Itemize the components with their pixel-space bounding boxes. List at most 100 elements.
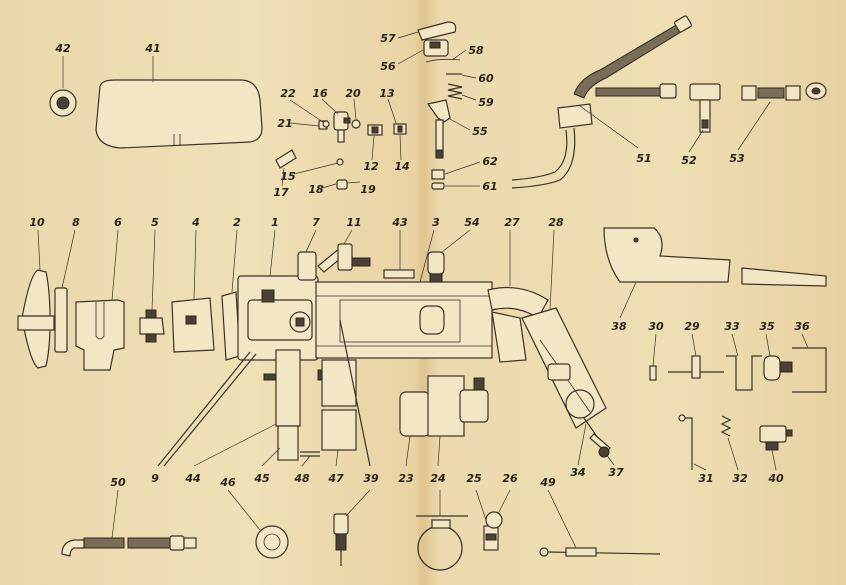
label-42: 42: [54, 42, 71, 55]
label-15: 15: [280, 170, 296, 183]
part-30-pin: [649, 365, 657, 381]
part-33-bracket: [726, 355, 762, 391]
label-1: 1: [271, 216, 279, 229]
part-24-hose-clamp: [416, 515, 468, 571]
label-40: 40: [767, 472, 784, 485]
label-52: 52: [681, 154, 697, 167]
part-35-connector: [763, 355, 793, 381]
label-16: 16: [312, 87, 328, 100]
part-20-ring: [351, 119, 361, 129]
part-11-nozzle: [317, 243, 371, 273]
label-6: 6: [114, 216, 122, 229]
label-24: 24: [430, 472, 445, 485]
label-33: 33: [724, 320, 740, 333]
part-44-handle-tube: [263, 349, 301, 427]
label-12: 12: [363, 160, 379, 173]
label-18: 18: [308, 183, 324, 196]
label-41: 41: [144, 42, 160, 55]
part-18-plug: [336, 179, 348, 190]
part-10-grip: [17, 269, 55, 369]
part-40-switch: [759, 425, 793, 451]
label-35: 35: [759, 320, 775, 333]
label-32: 32: [732, 472, 748, 485]
part-36-bracket: [792, 347, 827, 393]
label-44: 44: [184, 472, 200, 485]
part-61-washer: [431, 182, 445, 190]
part-39-spark-plug: [333, 513, 349, 566]
part-55-lever-plunger: [426, 99, 451, 159]
label-48: 48: [293, 472, 310, 485]
label-26: 26: [502, 472, 518, 485]
label-51: 51: [636, 152, 651, 165]
part-27-neck: [487, 286, 549, 363]
part-42-washer: [49, 89, 77, 117]
part-1-valve-body: [237, 275, 319, 361]
part-9-tube: [157, 351, 257, 467]
part-22-screw: [322, 120, 330, 128]
label-7: 7: [312, 216, 320, 229]
part-54-valve: [427, 251, 445, 283]
part-39-electrode: [339, 319, 371, 467]
label-11: 11: [346, 216, 361, 229]
part-38-deflector-shield: [603, 227, 827, 287]
label-25: 25: [466, 472, 482, 485]
part-12-union: [367, 124, 383, 136]
label-8: 8: [72, 216, 80, 229]
label-49: 49: [539, 476, 556, 489]
part-2-flange: [221, 291, 241, 361]
label-53: 53: [729, 152, 745, 165]
label-2: 2: [233, 216, 241, 229]
label-5: 5: [151, 216, 159, 229]
label-45: 45: [253, 472, 270, 485]
part-53-banjo-fitting: [741, 82, 827, 101]
label-21: 21: [277, 117, 292, 130]
label-3: 3: [432, 216, 440, 229]
part-28-burner-head: [521, 307, 607, 429]
part-3-tube-body: [315, 281, 493, 359]
part-41-cover-plate: [95, 79, 263, 149]
label-23: 23: [398, 472, 414, 485]
label-13: 13: [379, 87, 395, 100]
label-55: 55: [472, 125, 488, 138]
part-32-spring: [720, 415, 732, 437]
part-25-nut: [483, 525, 499, 551]
label-19: 19: [360, 183, 376, 196]
part-56-button: [423, 39, 449, 57]
part-16-angle-valve: [333, 111, 351, 143]
part-49-probe: [539, 547, 661, 557]
part-51-gas-hose-assembly: [511, 15, 692, 189]
part-14-nut: [393, 123, 407, 135]
label-50: 50: [110, 476, 126, 489]
label-54: 54: [464, 216, 479, 229]
part-23-cylinder: [399, 375, 489, 437]
label-46: 46: [219, 476, 236, 489]
label-38: 38: [611, 320, 627, 333]
label-10: 10: [29, 216, 45, 229]
label-37: 37: [608, 466, 624, 479]
part-26-washer: [485, 511, 503, 529]
label-43: 43: [391, 216, 408, 229]
label-57: 57: [380, 32, 396, 45]
label-39: 39: [363, 472, 379, 485]
part-8-clamp: [54, 287, 68, 353]
part-4-housing-plate: [171, 297, 215, 353]
label-60: 60: [478, 72, 494, 85]
part-7-piston: [297, 251, 317, 281]
part-31-bent-rod: [678, 414, 693, 470]
label-17: 17: [273, 186, 289, 199]
label-29: 29: [684, 320, 700, 333]
label-22: 22: [280, 87, 296, 100]
part-59-spring: [447, 83, 463, 100]
label-59: 59: [478, 96, 494, 109]
part-48-spring-clip: [300, 451, 320, 457]
part-62-nut: [431, 169, 445, 180]
part-43-strip: [383, 269, 415, 279]
part-6-housing: [75, 299, 125, 371]
label-27: 27: [504, 216, 520, 229]
label-34: 34: [570, 466, 585, 479]
part-57-handle: [417, 21, 457, 41]
part-46-grommet: [255, 525, 289, 559]
label-14: 14: [394, 160, 409, 173]
